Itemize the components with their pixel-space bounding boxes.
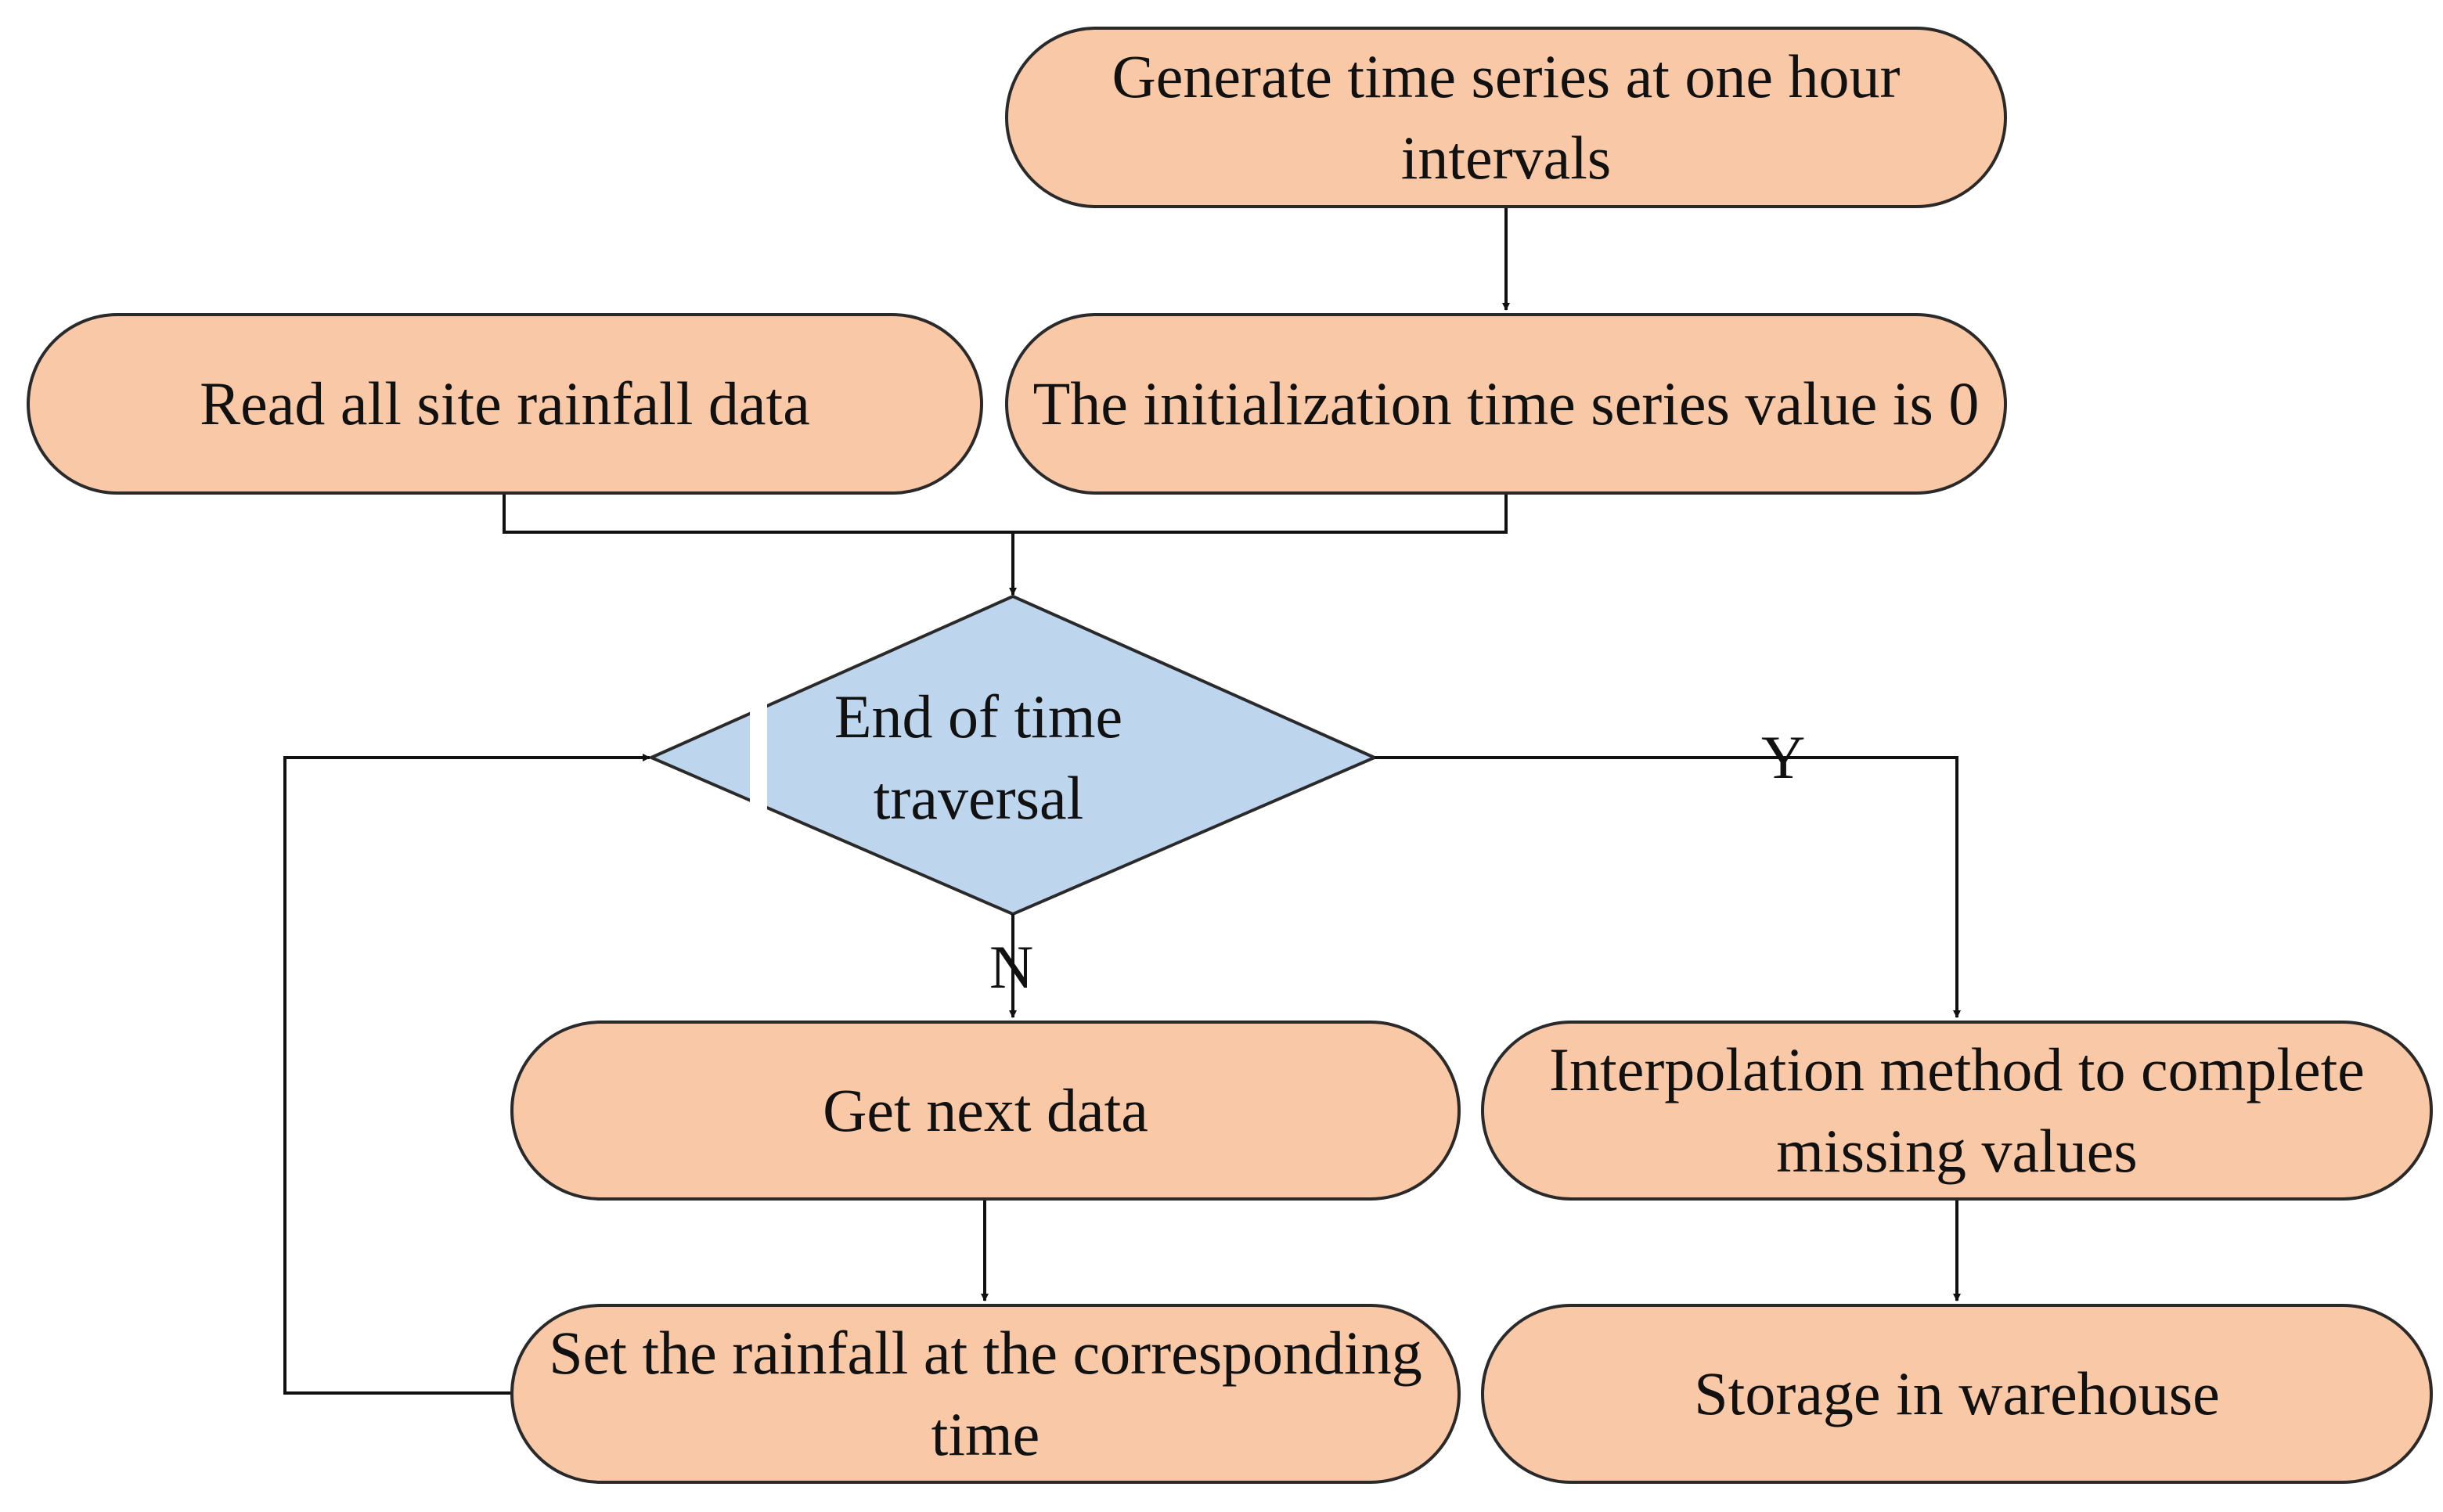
decision-label: End of time traversal xyxy=(834,682,1123,832)
node-set-rainfall: Set the rainfall at the corresponding ti… xyxy=(510,1304,1461,1484)
node-storage-label: Storage in warehouse xyxy=(1694,1359,2220,1427)
node-storage: Storage in warehouse xyxy=(1481,1304,2433,1484)
edge-label-no: N xyxy=(989,933,1034,1001)
decision-edge-mark xyxy=(750,701,767,809)
arrow-loop-back-to-decision xyxy=(283,754,650,1395)
line-initialize-to-merge xyxy=(1013,495,1508,534)
node-get-next-data: Get next data xyxy=(510,1021,1461,1201)
line-read-to-merge xyxy=(503,495,1013,534)
node-interpolation: Interpolation method to complete missing… xyxy=(1481,1021,2433,1201)
node-generate-label: Generate time series at one hour interva… xyxy=(1112,42,1901,192)
arrow-decision-to-interpolate xyxy=(1375,756,1961,1018)
node-generate-time-series: Generate time series at one hour interva… xyxy=(1005,27,2007,208)
node-initialize-series: The initialization time series value is … xyxy=(1005,313,2007,495)
node-read-label: Read all site rainfall data xyxy=(200,369,810,437)
node-next-label: Get next data xyxy=(823,1076,1148,1144)
node-initialize-label: The initialization time series value is … xyxy=(1032,369,1980,437)
node-set-label: Set the rainfall at the corresponding ti… xyxy=(549,1319,1422,1468)
edge-label-yes: Y xyxy=(1761,723,1806,791)
node-read-rainfall: Read all site rainfall data xyxy=(27,313,983,495)
node-interpolate-label: Interpolation method to complete missing… xyxy=(1549,1035,2365,1185)
